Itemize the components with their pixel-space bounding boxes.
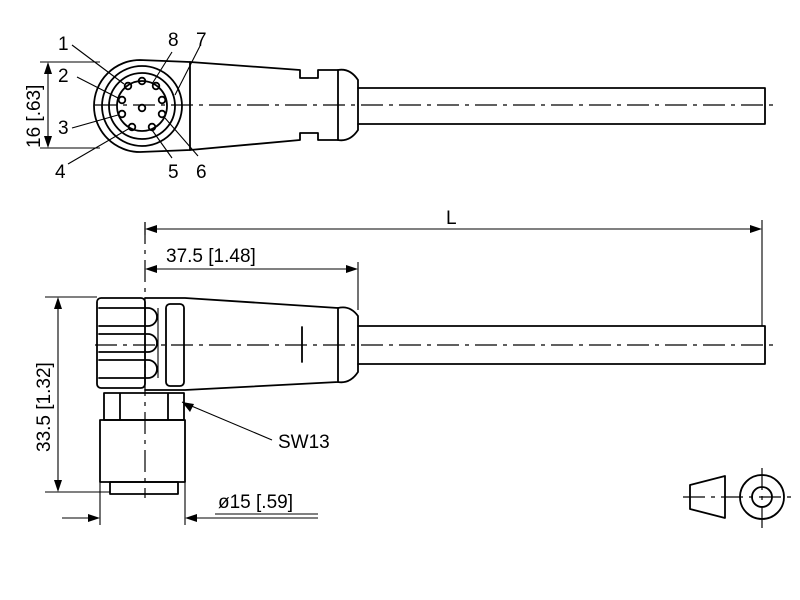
- sw13-leader: [181, 401, 273, 441]
- dimension-37-5: 37.5 [1.48]: [145, 246, 359, 310]
- side-window: [165, 303, 185, 387]
- side-coupling-nut: [96, 297, 146, 389]
- pin-contact: [117, 95, 127, 105]
- pin-label-3: 3: [58, 118, 69, 139]
- top-pins: [117, 76, 167, 132]
- top-connector-face: [93, 59, 191, 153]
- projection-cone: [689, 475, 726, 519]
- pin-label-6: 6: [196, 162, 207, 183]
- pin-contact: [127, 122, 137, 132]
- side-hex-nut: [103, 392, 185, 421]
- projection-symbol: [683, 468, 795, 528]
- pin-contact: [137, 76, 147, 86]
- dimension-33-5: 33.5 [1.32]: [34, 296, 110, 493]
- pin-contact: [157, 95, 167, 105]
- side-connector-tip: [109, 481, 179, 495]
- pin-label-4: 4: [55, 162, 66, 183]
- side-strain-relief: [337, 306, 359, 384]
- top-insert-outer: [108, 72, 176, 140]
- pin-label-2: 2: [58, 66, 69, 87]
- pin-contact: [151, 81, 161, 91]
- pin-label-5: 5: [168, 162, 179, 183]
- side-view: SW13 L 37.5 [1.48] 33.5 [1.32]: [34, 208, 775, 525]
- top-strain-relief: [337, 68, 359, 142]
- pin-label-7: 7: [196, 30, 207, 51]
- top-housing: [189, 61, 339, 151]
- pin-leaders: [67, 44, 201, 165]
- top-insert-inner: [116, 80, 168, 132]
- dimension-L: L: [144, 208, 763, 326]
- dimension-16-label: 16 [.63]: [24, 85, 45, 148]
- pin-contact: [157, 109, 167, 119]
- dimension-L-label: L: [446, 208, 457, 229]
- projection-circle-outer: [739, 474, 785, 520]
- dimension-16: 16 [.63]: [24, 61, 100, 149]
- top-view: 1 2 3 4 5 6 7 8 16 [.63]: [24, 30, 775, 183]
- side-housing: [144, 297, 339, 391]
- pin-label-1: 1: [58, 34, 69, 55]
- dimension-15-label: ø15 [.59]: [218, 492, 293, 513]
- side-cable: [357, 325, 766, 365]
- pin-contact: [123, 81, 133, 91]
- pin-contact: [117, 109, 127, 119]
- pin-label-8: 8: [168, 30, 179, 51]
- dimension-33-5-label: 33.5 [1.32]: [34, 362, 55, 452]
- side-grip-loops: [98, 307, 159, 379]
- sw13-label: SW13: [278, 432, 330, 453]
- side-connector-body: [99, 419, 186, 483]
- top-coupling-ring: [101, 65, 183, 147]
- pin-contact: [137, 103, 147, 113]
- top-cable: [357, 87, 766, 125]
- projection-circle-inner: [751, 486, 773, 508]
- dimension-15: ø15 [.59]: [62, 482, 318, 525]
- dimension-37-5-label: 37.5 [1.48]: [166, 246, 256, 267]
